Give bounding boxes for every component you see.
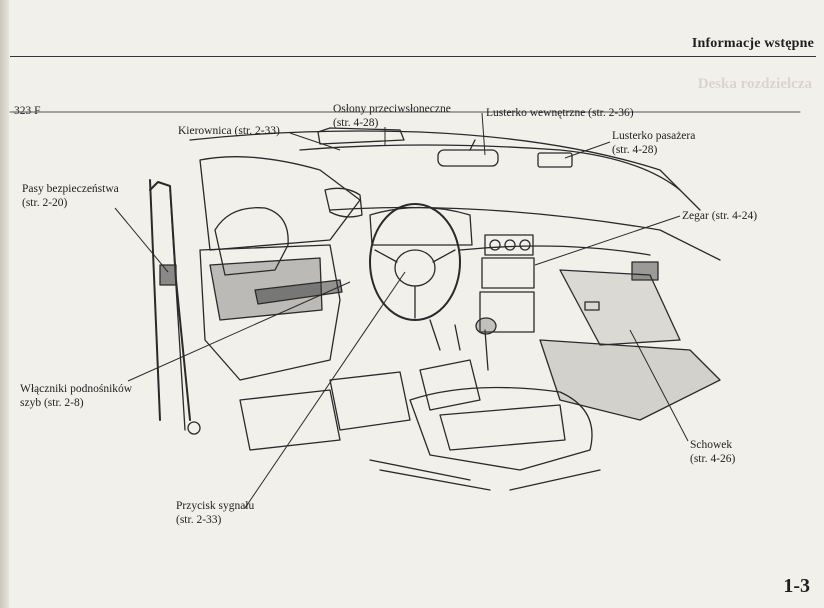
- model-label: 323 F: [14, 105, 41, 117]
- page-number: 1-3: [783, 575, 810, 597]
- callout-steering-wheel: Kierownica (str. 2-33): [178, 125, 280, 137]
- callout-vanity-mirror: Lusterko pasażera (str. 4-28): [612, 130, 696, 156]
- callout-sun-visors: Osłony przeciwsłoneczne (str. 4-28): [333, 103, 451, 129]
- callout-window-switches: Włączniki podnośników szyb (str. 2-8): [20, 383, 133, 409]
- callout-seat-belts: Pasy bezpieczeństwa (str. 2-20): [22, 183, 119, 209]
- callout-horn-button: Przycisk sygnału (str. 2-33): [176, 500, 255, 526]
- callout-glove-box: Schowek (str. 4-26): [690, 439, 736, 465]
- page-binding-edge: [0, 0, 9, 608]
- callout-interior-mirror: Lusterko wewnętrzne (str. 2-36): [486, 107, 634, 119]
- callout-clock: Zegar (str. 4-24): [682, 210, 758, 222]
- section-title: Informacje wstępne: [691, 36, 814, 51]
- header-rule: [10, 56, 816, 57]
- bleed-through-heading: Deska rozdzielcza: [697, 76, 812, 92]
